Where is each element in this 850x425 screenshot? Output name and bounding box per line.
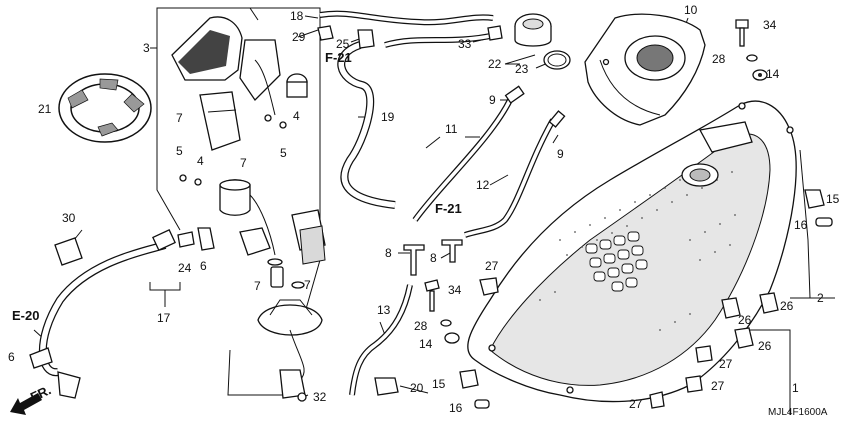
- callout: 34: [448, 283, 462, 297]
- callout: 13: [377, 303, 391, 317]
- callout: 33: [458, 37, 472, 51]
- callout: 24: [178, 261, 192, 275]
- callout: 6: [200, 259, 207, 273]
- callout: 14: [419, 337, 433, 351]
- fuel-hose-17: [29, 228, 176, 399]
- callout: 32: [313, 390, 327, 404]
- callout: 21: [38, 102, 52, 116]
- front-arrow-icon: [10, 393, 42, 415]
- callout: 11: [445, 122, 458, 136]
- callout: 2: [817, 291, 824, 305]
- callout: 28: [414, 319, 428, 333]
- callout: 27: [629, 397, 643, 411]
- callout: 26: [738, 313, 752, 327]
- ref-fr: FR.: [28, 382, 53, 404]
- callout: 27: [485, 259, 499, 273]
- callout: 8: [430, 251, 437, 265]
- callout: 16: [794, 218, 808, 232]
- callout: 4: [197, 154, 204, 168]
- callout: 27: [719, 357, 733, 371]
- ref-f21-top: F-21: [325, 50, 352, 65]
- callout: 1: [792, 381, 799, 395]
- callout: 27: [711, 379, 725, 393]
- callout: 9: [489, 93, 496, 107]
- callout: 5: [176, 144, 183, 158]
- callout-labels: 1 2 3 4 4 5 5 6 6 7 7 7 7 8 8 9 9 10 11 …: [8, 3, 840, 415]
- callout: 28: [712, 52, 726, 66]
- callout: 22: [488, 57, 502, 71]
- ref-e20: E-20: [12, 308, 39, 323]
- callout: 29: [292, 30, 306, 44]
- callout: 10: [684, 3, 698, 17]
- ref-f21-mid: F-21: [435, 201, 462, 216]
- callout: 7: [304, 278, 311, 292]
- callout: 17: [157, 311, 171, 325]
- gasket-ring: [58, 73, 152, 143]
- callout: 26: [758, 339, 772, 353]
- fuel-pump-assembly: [171, 16, 326, 402]
- callout: 16: [449, 401, 463, 415]
- callout: 34: [763, 18, 777, 32]
- callout: 26: [780, 299, 794, 313]
- diagram-code: MJL4F1600A: [768, 407, 828, 418]
- callout: 15: [826, 192, 840, 206]
- callout: 14: [766, 67, 780, 81]
- callout: 18: [290, 9, 304, 23]
- fuel-cap: [514, 13, 571, 70]
- hardware: [177, 19, 833, 409]
- callout: 3: [143, 41, 150, 55]
- callout: 7: [254, 279, 261, 293]
- callout: 19: [381, 110, 395, 124]
- callout: 30: [62, 211, 76, 225]
- filler-pan: [584, 13, 706, 126]
- callout: 20: [410, 381, 424, 395]
- callout: 4: [293, 109, 300, 123]
- tubes: [319, 10, 566, 396]
- fuel-tank: [467, 100, 797, 403]
- callout: 12: [476, 178, 490, 192]
- callout: 9: [557, 147, 564, 161]
- callout: 6: [8, 350, 15, 364]
- callout: 8: [385, 246, 392, 260]
- callout: 25: [336, 37, 350, 51]
- callout: 15: [432, 377, 446, 391]
- callout: 7: [240, 156, 247, 170]
- callout: 23: [515, 62, 529, 76]
- callout: 5: [280, 146, 287, 160]
- callout: 7: [176, 111, 183, 125]
